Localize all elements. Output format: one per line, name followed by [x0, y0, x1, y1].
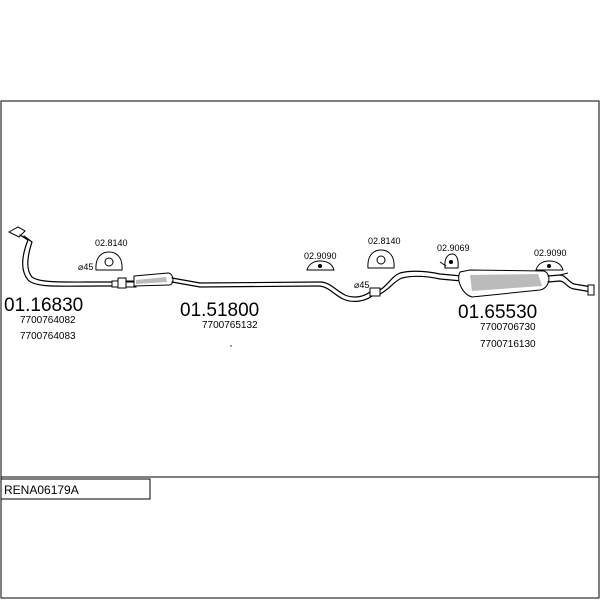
- mount-5-icon: [535, 260, 564, 271]
- mount-4-icon: [439, 253, 459, 269]
- middle-pipe: [117, 272, 381, 302]
- mount-label-4: 02.9069: [437, 243, 470, 253]
- oe-number-2a: 7700765132: [202, 320, 258, 331]
- diameter-label-1: ⌀45: [78, 262, 93, 272]
- part-number-3: 01.65530: [458, 302, 537, 323]
- part-number-1: 01.16830: [4, 295, 83, 316]
- oe-number-3a: 7700706730: [480, 322, 536, 333]
- oe-number-1b: 7700764083: [20, 331, 76, 342]
- part-number-2: 01.51800: [180, 300, 259, 321]
- mount-3-icon: [367, 249, 395, 269]
- rear-pipe: [379, 269, 595, 298]
- mount-label-2: 02.9090: [304, 251, 337, 261]
- mount-label-5: 02.9090: [534, 248, 567, 258]
- diameter-label-2: ⌀45: [354, 280, 369, 290]
- oe-number-3b: 7700716130: [480, 339, 536, 350]
- mount-2-icon: [306, 260, 335, 271]
- stray-dot: [230, 345, 232, 347]
- oe-number-1a: 7700764082: [20, 315, 76, 326]
- mount-1-icon: [95, 251, 123, 271]
- mount-label-3: 02.8140: [368, 236, 401, 246]
- mount-label-1: 02.8140: [95, 238, 128, 248]
- diagram-frame: [0, 100, 600, 599]
- diagram-code: RENA06179A: [4, 483, 79, 497]
- code-box: [0, 478, 151, 500]
